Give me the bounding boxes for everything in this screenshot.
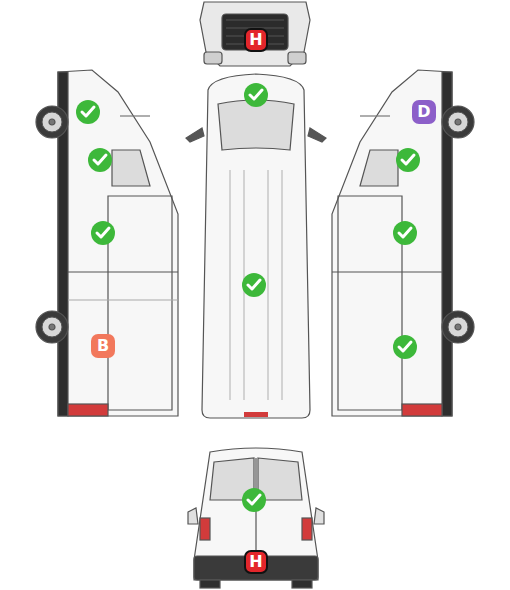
right-side-view [332, 70, 474, 416]
marker-letter: B [97, 338, 109, 354]
marker-letter: H [249, 32, 262, 48]
damage-marker: B [91, 334, 115, 358]
left-side-view [36, 70, 178, 416]
marker-letter: H [249, 554, 262, 570]
check-icons [76, 83, 420, 512]
marker-letter: D [417, 104, 430, 120]
top-view [186, 74, 326, 418]
damage-marker: H [244, 28, 268, 52]
damage-marker: H [244, 550, 268, 574]
front-view [200, 2, 310, 66]
rear-view [188, 448, 324, 588]
damage-marker: D [412, 100, 436, 124]
